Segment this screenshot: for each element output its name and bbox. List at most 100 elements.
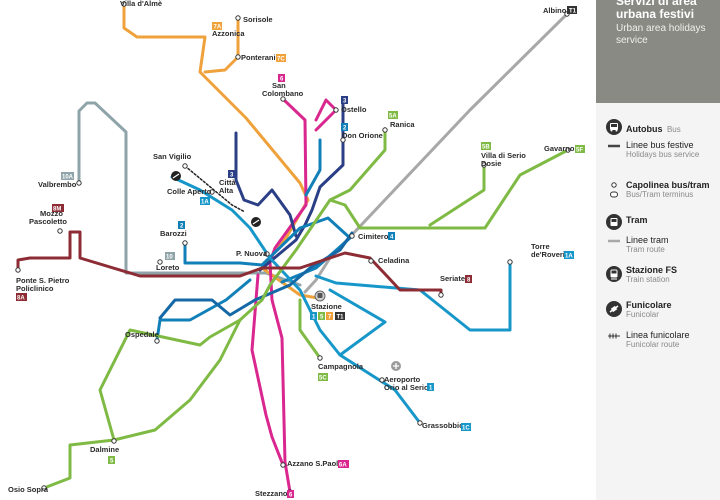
terminus-marker[interactable] [209,189,215,195]
stop-label[interactable]: Albino [543,6,567,15]
stop-label[interactable]: Villa d'Almè [120,0,162,8]
line-tag-stazione-5[interactable]: 5 [318,312,325,321]
transit-map[interactable]: Villa d'Almè Sorisole Azzonica Ponterani… [0,0,596,500]
terminus-marker[interactable] [280,462,286,468]
stop-label[interactable]: Seriate [440,274,465,283]
stop-label[interactable]: Ponteranica [241,53,285,62]
stop-label[interactable]: Barozzi [160,229,187,238]
terminus-marker[interactable] [507,259,513,265]
stop-label[interactable]: Azzano S.Paolo [287,459,343,468]
stop-label[interactable]: Ospedale [125,330,159,339]
terminus-marker[interactable] [121,1,127,7]
terminus-marker[interactable] [57,228,63,234]
line-tag-ranica[interactable]: 5A [388,111,398,120]
funicular-icon [605,300,623,318]
svg-text:5: 5 [110,459,114,465]
terminus-marker[interactable] [154,338,160,344]
line-tag-azzano[interactable]: 6A [338,460,349,469]
stop-label[interactable]: San Vigilio [153,152,192,161]
terminus-marker[interactable] [15,267,21,273]
line-tag-gavarno[interactable]: 5F [575,145,585,154]
line-tag-valbrembo[interactable]: 10A [61,172,74,181]
terminus-marker[interactable] [382,127,388,133]
line-tag-stezzano[interactable]: 6 [287,490,294,499]
stop-label[interactable]: Ranica [390,120,415,129]
terminus-icon [605,180,623,198]
funicular-icon[interactable] [171,171,181,181]
line-tag-cimitero[interactable]: 4 [388,232,395,241]
terminus-marker[interactable] [368,258,374,264]
line-tag-albino[interactable]: T1 [567,6,577,15]
line-tag-ostello[interactable]: 3 [341,96,348,105]
line-tag-dalmine[interactable]: 5 [108,456,115,465]
svg-text:1A: 1A [565,254,573,260]
terminus-marker[interactable] [264,251,270,257]
terminus-marker[interactable] [280,96,286,102]
line-tag-san-colombano[interactable]: 6 [278,74,285,83]
stop-label[interactable]: Colle Aperto [167,187,212,196]
route-line-7-branch [203,16,240,74]
line-tag-torre-roveri[interactable]: 1A [564,251,574,260]
stop-label[interactable]: Stezzano [255,489,288,498]
stop-label[interactable]: Stazione [311,302,342,311]
terminus-marker[interactable] [235,54,241,60]
terminus-marker[interactable] [111,438,117,444]
stop-label[interactable]: Loreto [156,263,180,272]
terminus-marker[interactable] [76,180,82,186]
line-tag-colle-aperto[interactable]: 1A [200,197,210,206]
train-station-icon[interactable] [314,290,326,302]
terminus-marker[interactable] [41,485,47,491]
terminus-marker[interactable] [340,137,346,143]
line-tag-campagnola[interactable]: 5C [318,373,328,382]
stop-label[interactable]: Ostello [341,105,367,114]
stop-label[interactable]: P. Nuova [236,249,268,258]
line-tag-grassobbio[interactable]: 1C [461,423,471,432]
line-tag-villa-di-serio[interactable]: 5B [481,142,491,151]
stop-label[interactable]: Cimitero [358,232,389,241]
line-tag-aeroporto[interactable]: 1 [427,383,434,392]
line-tag-seriate[interactable]: 8 [465,275,472,284]
stop-label[interactable]: Gavarno [544,144,575,153]
terminus-marker[interactable] [565,147,571,153]
line-tag-ponteranica[interactable]: 7C [276,54,286,63]
line-tag-mozzo[interactable]: 8M [52,204,64,213]
route-line-5 [42,128,387,490]
stop-label[interactable]: Azzonica [212,29,245,38]
line-tag-stazione-7[interactable]: 7 [326,312,333,321]
line-tag-stazione-t1[interactable]: T1 [335,312,345,321]
line-tag-sorisole[interactable]: 7A [212,22,222,31]
stop-label[interactable]: Don Orione [342,131,383,140]
line-tag-ponte-san-pietro[interactable]: 8A [16,293,27,302]
terminus-marker[interactable] [182,240,188,246]
terminus-marker[interactable] [157,259,163,265]
terminus-marker[interactable] [379,377,385,383]
terminus-marker[interactable] [235,15,241,21]
terminus-marker[interactable] [182,163,188,169]
line-tag-citta-alta[interactable]: 3 [228,170,235,179]
line-tag-barozzi[interactable]: 2 [178,221,185,230]
terminus-marker[interactable] [317,355,323,361]
funicular-icon[interactable] [251,217,261,227]
terminus-marker[interactable] [481,162,487,168]
stop-label[interactable]: Valbrembo [38,180,77,189]
stop-label[interactable]: Osio Sopra [8,485,49,494]
stop-label[interactable]: Dalmine [90,445,119,454]
terminus-marker[interactable] [333,107,339,113]
line-tag-don-orione[interactable]: 2 [341,123,348,132]
terminus-marker[interactable] [438,292,444,298]
stop-label[interactable]: Sorisole [243,15,273,24]
stop-label[interactable]: Campagnola [318,362,364,371]
line-tag-loreto[interactable]: 10 [165,252,175,261]
terminus-marker[interactable] [417,420,423,426]
stop-label[interactable]: Celadina [378,256,410,265]
terminus-marker[interactable] [349,233,355,239]
line-tag-stazione-1[interactable]: 1 [310,312,317,321]
stop-label[interactable]: Grassobbio [422,421,464,430]
